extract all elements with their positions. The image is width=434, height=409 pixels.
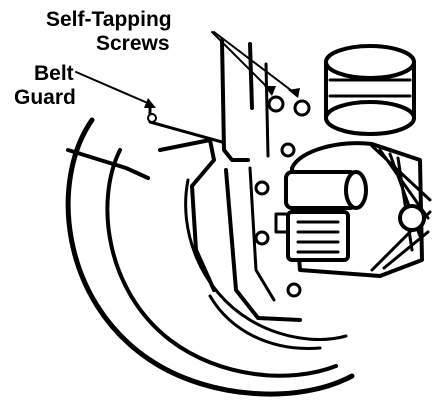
guard-bolt	[147, 113, 157, 123]
label-guard: Guard	[14, 86, 76, 109]
mounting-frame	[158, 38, 302, 322]
callout-self-tapping-screws: Self-Tapping Screws	[46, 8, 172, 55]
frame-bolt-4	[286, 282, 302, 298]
belt-guard	[65, 106, 355, 397]
leader-screw-right	[213, 31, 297, 95]
label-belt: Belt	[34, 62, 74, 85]
frame-bolt-2	[254, 180, 270, 196]
self-tapping-screw-1	[267, 95, 285, 113]
arrowhead-screw-right	[288, 88, 300, 98]
leader-lines	[75, 31, 300, 108]
guard-lower-edge	[208, 294, 322, 350]
motor-assembly	[274, 44, 432, 278]
callout-belt-guard: Belt Guard	[14, 62, 76, 109]
frame-bolt-3	[254, 230, 270, 246]
screws	[147, 95, 311, 298]
label-screws: Screws	[96, 32, 170, 55]
arrowhead-belt-guard	[144, 98, 156, 108]
fan-hub	[398, 204, 426, 232]
leader-belt-guard	[75, 71, 151, 105]
frame-bolt-1	[280, 142, 296, 158]
label-self-tapping: Self-Tapping	[46, 8, 172, 31]
self-tapping-screw-2	[293, 99, 311, 117]
